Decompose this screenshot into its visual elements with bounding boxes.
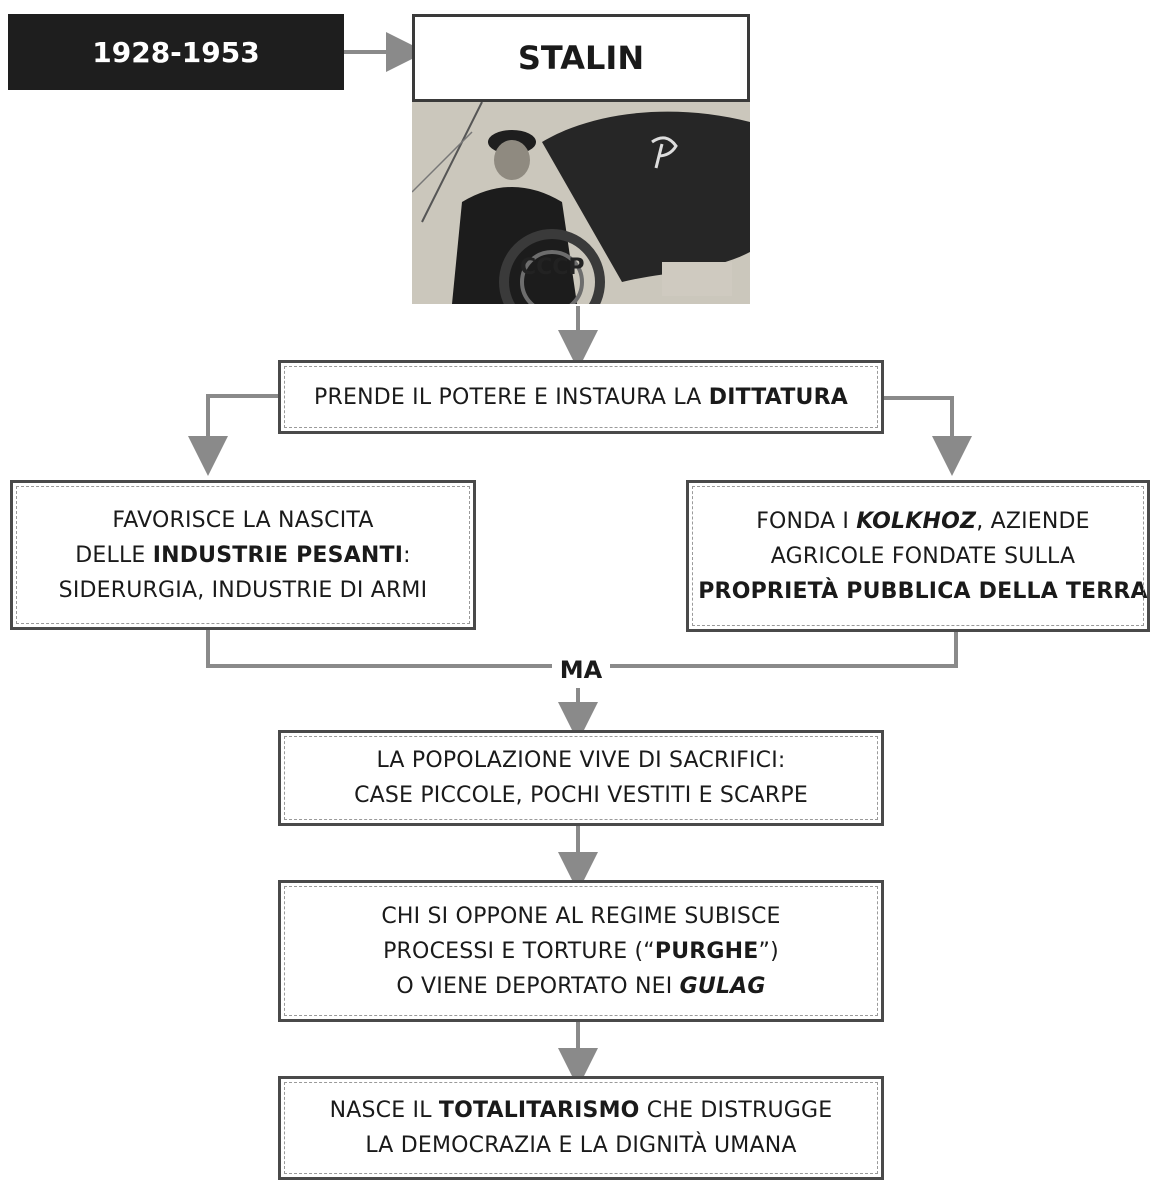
kolkhoz-box: FONDA I KOLKHOZ, AZIENDE AGRICOLE FONDAT… bbox=[686, 480, 1150, 632]
kolkhoz-line-1: FONDA I bbox=[756, 508, 857, 534]
dictatorship-box: PRENDE IL POTERE E INSTAURA LA DITTATURA bbox=[278, 360, 884, 434]
totalitarianism-line-1: NASCE IL bbox=[329, 1098, 439, 1123]
totalitarianism-box: NASCE IL TOTALITARISMO CHE DISTRUGGE LA … bbox=[278, 1076, 884, 1180]
title-box: STALIN bbox=[412, 14, 750, 102]
purges-line-1: CHI SI OPPONE AL REGIME SUBISCE bbox=[381, 903, 781, 929]
kolkhoz-line-3: PROPRIETÀ PUBBLICA DELLA TERRA bbox=[698, 578, 1148, 604]
dictatorship-text: PRENDE IL POTERE E INSTAURA LA bbox=[314, 384, 709, 410]
ma-connector-label: MA bbox=[552, 653, 610, 687]
industry-line-2: DELLE bbox=[75, 542, 153, 568]
sacrifices-box: LA POPOLAZIONE VIVE DI SACRIFICI: CASE P… bbox=[278, 730, 884, 826]
industry-line-3: SIDERURGIA, INDUSTRIE DI ARMI bbox=[58, 577, 428, 603]
ma-text: MA bbox=[559, 656, 603, 684]
kolkhoz-line-2: AGRICOLE FONDATE SULLA bbox=[770, 543, 1076, 569]
arrow-dictatorship-to-industry bbox=[188, 394, 278, 476]
purges-line-2: PROCESSI E TORTURE (“ bbox=[383, 938, 655, 964]
kolkhoz-line-1-end: , AZIENDE bbox=[976, 508, 1090, 534]
kolkhoz-keyword: KOLKHOZ bbox=[856, 508, 977, 534]
line-industry-to-ma bbox=[206, 630, 552, 668]
stalin-poster-image: CCCP bbox=[412, 102, 750, 304]
totalitarianism-line-2: LA DEMOCRAZIA E LA DIGNITÀ UMANA bbox=[365, 1133, 797, 1158]
hammer-sickle-icon bbox=[651, 136, 678, 169]
sacrifices-line-1: LA POPOLAZIONE VIVE DI SACRIFICI: bbox=[376, 748, 786, 773]
line-kolkhoz-to-ma bbox=[610, 632, 958, 668]
purges-line-2-end: ”) bbox=[758, 938, 779, 964]
arrow-dictatorship-to-kolkhoz bbox=[884, 396, 972, 476]
sacrifices-line-2: CASE PICCOLE, POCHI VESTITI E SCARPE bbox=[354, 783, 808, 808]
dictatorship-keyword: DITTATURA bbox=[708, 384, 848, 410]
period-badge: 1928-1953 bbox=[8, 14, 344, 90]
page-title: STALIN bbox=[517, 39, 645, 77]
industry-colon: : bbox=[403, 542, 411, 568]
industry-keyword: INDUSTRIE PESANTI bbox=[152, 542, 404, 568]
purges-box: CHI SI OPPONE AL REGIME SUBISCE PROCESSI… bbox=[278, 880, 884, 1022]
gulag-keyword: GULAG bbox=[679, 973, 766, 999]
industry-box: FAVORISCE LA NASCITA DELLE INDUSTRIE PES… bbox=[10, 480, 476, 630]
poster-text: CCCP bbox=[520, 255, 585, 280]
purges-line-3: O VIENE DEPORTATO NEI bbox=[396, 973, 680, 999]
totalitarianism-line-1-end: CHE DISTRUGGE bbox=[639, 1098, 833, 1123]
industry-line-1: FAVORISCE LA NASCITA bbox=[112, 507, 374, 533]
purges-keyword: PURGHE bbox=[654, 938, 759, 964]
totalitarianism-keyword: TOTALITARISMO bbox=[438, 1098, 640, 1123]
period-label: 1928-1953 bbox=[92, 35, 260, 69]
